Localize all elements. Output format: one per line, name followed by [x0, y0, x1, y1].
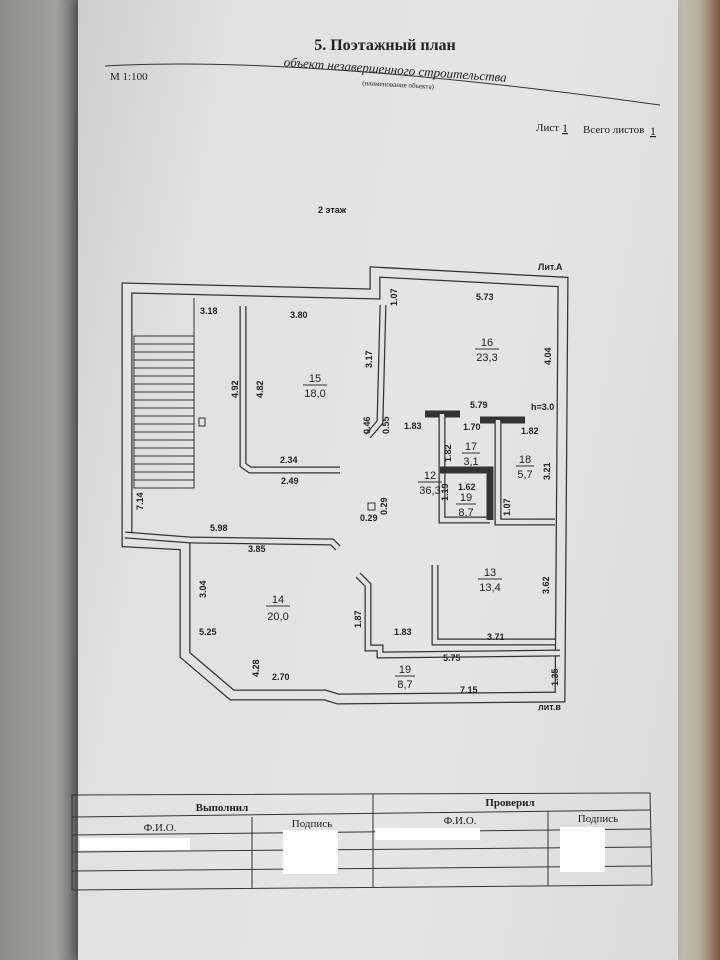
room-number: 13 — [484, 567, 496, 579]
room-14: 14 20,0 — [266, 594, 290, 623]
dimension-label: 1.83 — [394, 627, 412, 637]
room-number: 15 — [309, 373, 321, 385]
dimension-label: 1.83 — [404, 421, 422, 431]
background-left — [0, 0, 80, 960]
dimension-label: 1.82 — [521, 426, 539, 436]
dimension-label: 1.62 — [458, 482, 476, 492]
dimension-label: 3.04 — [198, 580, 208, 598]
sheet-number: 1 — [562, 121, 568, 135]
redacted-signature-checked — [560, 827, 605, 872]
room-area: 8,7 — [458, 507, 473, 519]
dimension-label: 0.29 — [360, 513, 378, 523]
dimension-label: 3.17 — [364, 350, 374, 368]
room-16: 16 23,3 — [475, 337, 499, 364]
floor-label: 2 этаж — [318, 205, 347, 215]
redacted-name-checked — [375, 828, 480, 840]
total-sheets-label: Всего листов — [583, 124, 644, 136]
checked-fio-header: Ф.И.О. — [444, 815, 477, 827]
lit-a-label: Лит.А — [538, 262, 563, 272]
room-18: 185,7 — [516, 454, 534, 481]
room-area: 18,0 — [304, 388, 325, 400]
redacted-name-performed — [80, 838, 190, 850]
room-area: 3,1 — [463, 456, 478, 468]
room-number: 18 — [519, 454, 531, 466]
dimension-label: 1.87 — [353, 610, 363, 628]
dimension-label: 2.49 — [281, 476, 299, 486]
room-13: 13 13,4 — [478, 567, 502, 594]
room-number: 17 — [465, 441, 477, 453]
dimension-label: 5.25 — [199, 627, 217, 637]
dimension-label: 1.82 — [443, 444, 453, 462]
dimension-label: 7.15 — [460, 685, 478, 695]
dimension-label: 5.79 — [470, 400, 488, 410]
room-area: 36,3 — [419, 485, 440, 497]
room-17: 173,1 — [462, 441, 480, 468]
dimension-label: 1.35 — [550, 668, 560, 686]
dimension-label: 4.82 — [255, 380, 265, 398]
room-15: 15 18,0 — [303, 373, 327, 400]
dimension-label: 2.34 — [280, 455, 298, 465]
object-caption: (наименование объекта) — [362, 79, 435, 91]
total-sheets-number: 1 — [650, 124, 656, 138]
dimension-label: 4.92 — [230, 380, 240, 398]
dimension-labels: 3.18 3.80 1.07 5.73 3.17 4.92 4.82 4.04 … — [135, 288, 560, 695]
room-area: 23,3 — [476, 352, 497, 364]
performed-header: Выполнил — [196, 802, 249, 814]
dimension-label: 4.28 — [251, 659, 261, 677]
dimension-label: 1.07 — [389, 288, 399, 306]
room-number: 19 — [460, 492, 472, 504]
performed-signature-header: Подпись — [292, 818, 332, 830]
dimension-label: 3.85 — [248, 544, 266, 554]
dimension-label: 2.70 — [272, 672, 290, 682]
room-number: 19 — [399, 664, 411, 676]
room-number: 12 — [424, 470, 436, 482]
dimension-label: 3.80 — [290, 310, 308, 320]
dimension-label: 7.14 — [135, 492, 145, 510]
room-number: 16 — [481, 337, 493, 349]
room-19-lower: 198,7 — [395, 664, 415, 691]
title-underline — [104, 63, 661, 106]
dimension-label: 1.70 — [463, 422, 481, 432]
room-number: 14 — [272, 594, 284, 606]
document-title: 5. Поэтажный план — [314, 37, 456, 54]
redacted-signature-performed — [283, 830, 338, 874]
dimension-label: 3.71 — [487, 632, 505, 642]
dimension-label: 1.07 — [502, 498, 512, 516]
room-19-upper: 198,7 — [456, 492, 476, 519]
staircase — [133, 298, 195, 489]
sheet-label: Лист — [536, 122, 559, 134]
dimension-label: 0.55 — [381, 416, 391, 434]
dimension-label: 4.04 — [543, 347, 553, 365]
dimension-label: 0.29 — [379, 497, 389, 515]
ceiling-height-label: h=3.0 — [531, 402, 554, 412]
room-12: 12 36,3 — [418, 470, 442, 497]
dimension-label: 3.62 — [541, 576, 551, 594]
checked-header: Проверил — [485, 797, 534, 809]
dimension-label: 5.75 — [443, 653, 461, 663]
room-area: 20,0 — [267, 611, 288, 623]
room-area: 8,7 — [397, 679, 412, 691]
background-right-pages — [670, 0, 720, 960]
signature-table: Выполнил Проверил Ф.И.О. Подпись Ф.И.О. … — [71, 792, 653, 891]
scale-label: М 1:100 — [110, 71, 148, 83]
dimension-label: 5.98 — [210, 523, 228, 533]
dimension-label: 3.21 — [542, 462, 552, 480]
dimension-label: 5.73 — [476, 292, 494, 302]
room-area: 13,4 — [479, 582, 500, 594]
dimension-label: 1.19 — [440, 483, 450, 501]
room-area: 5,7 — [517, 469, 532, 481]
checked-signature-header: Подпись — [578, 813, 618, 825]
dimension-label: 0.46 — [362, 416, 372, 434]
lit-b-label: лит.в — [538, 702, 561, 712]
performed-fio-header: Ф.И.О. — [144, 822, 177, 834]
dimension-label: 3.18 — [200, 306, 218, 316]
